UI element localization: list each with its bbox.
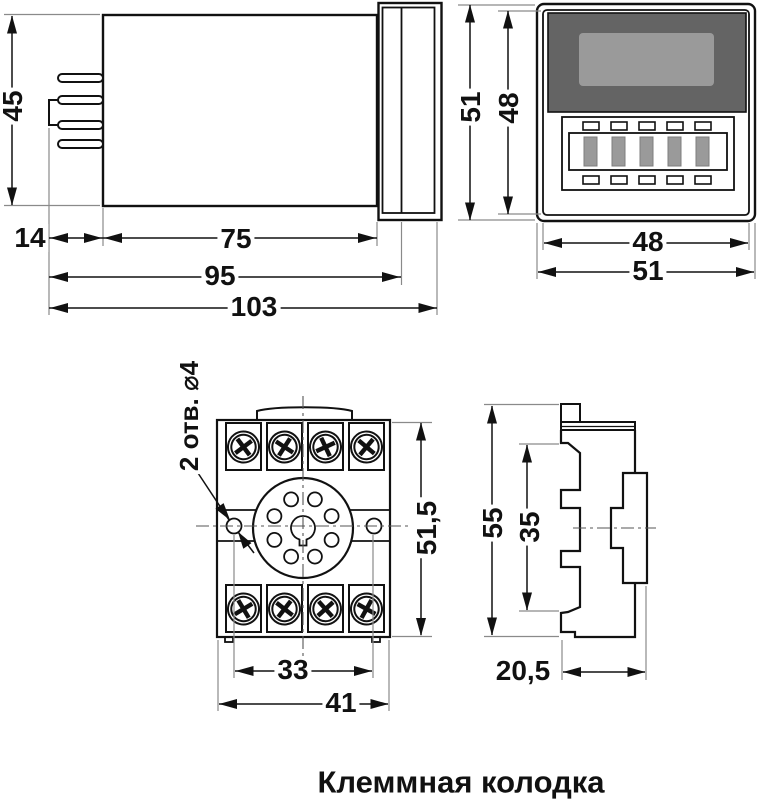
dim-label-length-with-collar: 95: [201, 262, 239, 290]
dim-label-front-inner-width: 48: [629, 228, 667, 256]
dim-label-body-length: 75: [217, 225, 255, 253]
switch-panel: [561, 116, 735, 191]
holes-note-label: 2 отв. ⌀4: [174, 357, 204, 475]
dim-label-total-length: 103: [227, 293, 281, 321]
dim-label-clip-span: 35: [514, 508, 545, 546]
display-window: [579, 33, 714, 86]
dim-label-socket-depth-dim: 20,5: [492, 657, 554, 685]
dim-label-socket-depth: 14: [11, 224, 49, 252]
dim-label-socket-height: 51,5: [411, 497, 442, 559]
relay-side-view: [4, 1, 443, 315]
relay-front-view: [458, 2, 757, 279]
dim-label-socket-side-height: 55: [477, 504, 508, 542]
switch-blocks: [583, 136, 710, 167]
dim-label-socket-width: 41: [322, 689, 360, 717]
dim-label-front-inner-height: 48: [493, 89, 524, 127]
key-hole: [290, 515, 316, 547]
dim-label-hole-spacing: 33: [274, 656, 312, 684]
drawing-caption: Клеммная колодка: [317, 764, 605, 800]
dim-label-front-outer-height: 51: [455, 88, 486, 126]
relay-pins: [48, 73, 104, 149]
dim-label-front-outer-width: 51: [629, 257, 667, 285]
socket-side-view: [484, 403, 656, 680]
socket-top-view: [195, 396, 432, 711]
dim-label-relay-height: 45: [0, 87, 28, 125]
